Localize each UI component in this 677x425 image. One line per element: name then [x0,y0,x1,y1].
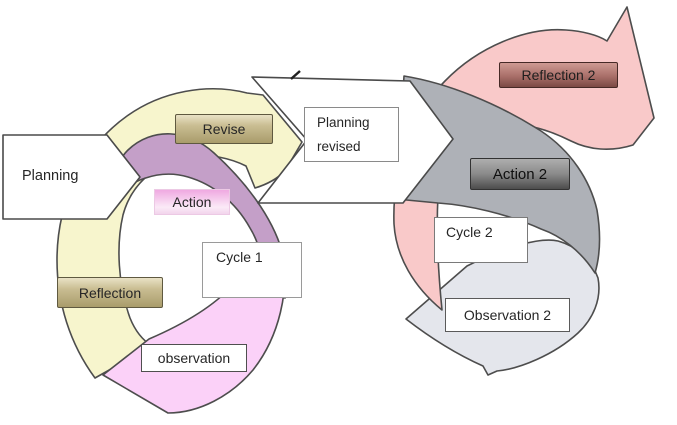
artifact-tick [290,70,301,80]
reflection2-button: Reflection 2 [499,62,618,88]
cycle1-box: Cycle 1 [202,242,302,298]
observation2-box: Observation 2 [445,298,570,332]
observation-box: observation [141,344,247,372]
planning-revised-box: Planning revised [304,107,399,162]
action2-button: Action 2 [470,158,570,190]
planning-label: Planning [22,168,79,184]
planning-revised-line1: Planning [317,115,370,130]
reflection-button: Reflection [57,277,163,308]
revise-button: Revise [175,114,273,144]
cycle1-box-label: Cycle 1 [216,249,263,265]
cycle2-box: Cycle 2 [434,217,528,263]
planning-arrow-shape [2,134,141,220]
action-label: Action [154,189,230,215]
planning-revised-line2: revised [317,139,361,154]
cycle2-box-label: Cycle 2 [446,224,493,240]
